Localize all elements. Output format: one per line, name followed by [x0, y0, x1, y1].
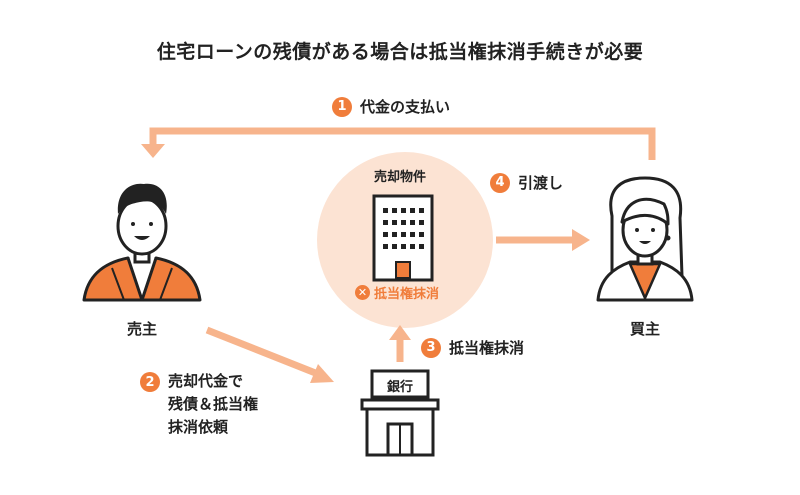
mortgage-removed-text: 抵当権抹消 — [374, 287, 440, 302]
seller-label: 売主 — [126, 320, 157, 338]
step2-line3: 抹消依頼 — [168, 418, 229, 436]
step1-label: 1 代金の支払い — [332, 96, 450, 117]
handover-arrow — [496, 229, 590, 251]
mortgage-removed-badge: ✕ 抵当権抹消 — [355, 283, 439, 302]
payment-arrow — [141, 127, 656, 160]
step2-text: 売却代金で 残債＆抵当権 抹消依頼 — [168, 370, 258, 439]
discharge-arrow — [389, 325, 411, 362]
step2-line2: 残債＆抵当権 — [168, 395, 259, 413]
step3-text: 抵当権抹消 — [449, 339, 525, 357]
buyer-label: 買主 — [629, 320, 660, 338]
step1-text: 代金の支払い — [360, 98, 451, 116]
step4-number: 4 — [490, 172, 510, 193]
step1-number: 1 — [332, 96, 352, 117]
seller-avatar — [82, 183, 202, 302]
buyer-avatar — [596, 176, 694, 302]
step3-number: 3 — [421, 337, 441, 358]
building-icon — [372, 194, 434, 282]
step4-text: 引渡し — [518, 174, 564, 192]
step2-line1: 売却代金で — [168, 372, 244, 390]
step2-number: 2 — [140, 372, 160, 392]
request-arrow — [205, 326, 334, 383]
x-circle-icon: ✕ — [355, 285, 370, 300]
step2-label: 2 売却代金で 残債＆抵当権 抹消依頼 — [140, 370, 258, 439]
property-label: 売却物件 — [373, 170, 426, 185]
bank-label: 銀行 — [386, 380, 413, 395]
bank-icon — [360, 369, 440, 457]
diagram-title: 住宅ローンの残債がある場合は抵当権抹消手続きが必要 — [156, 41, 644, 63]
step4-label: 4 引渡し — [490, 172, 563, 193]
step3-label: 3 抵当権抹消 — [421, 337, 524, 358]
